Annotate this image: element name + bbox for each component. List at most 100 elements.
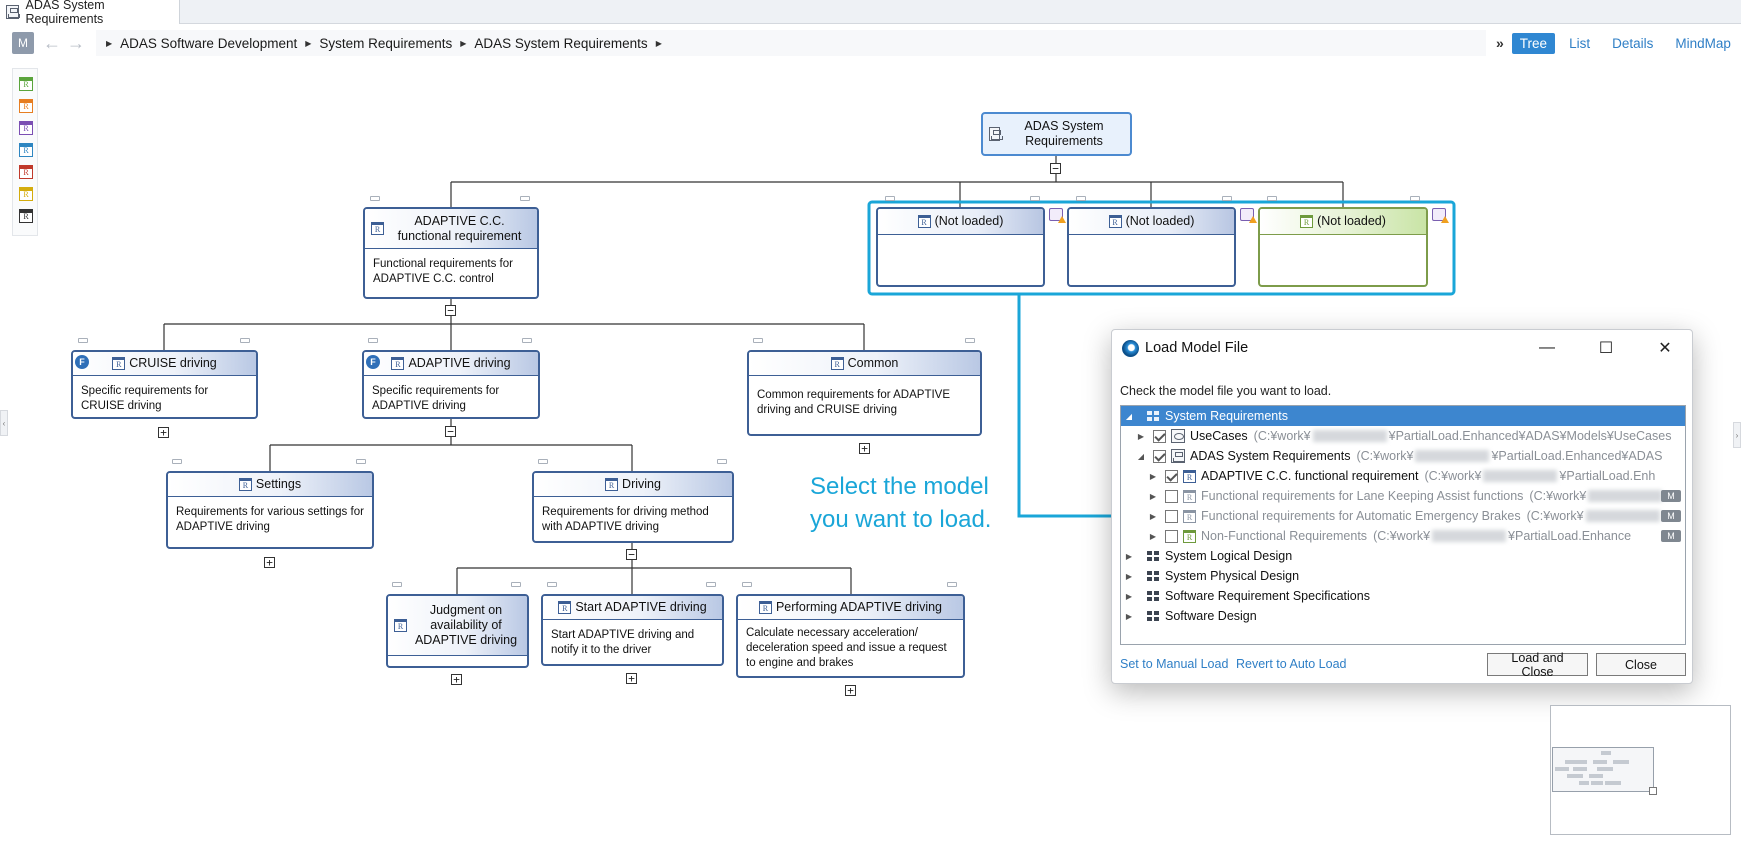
requirement-type-icon[interactable]: R [19, 121, 33, 135]
tab-list[interactable]: List [1569, 35, 1591, 51]
node-port[interactable] [538, 459, 548, 464]
tree-item-usecases[interactable]: ▶ UseCases (C:¥work¥ ¥PartialLoad.Enhanc… [1121, 426, 1685, 446]
node-port[interactable] [368, 338, 378, 343]
tree-collapsed-icon[interactable]: ▶ [1125, 611, 1133, 621]
node-start-adaptive-driving[interactable]: R Start ADAPTIVE driving Start ADAPTIVE … [541, 594, 724, 666]
node-port[interactable] [753, 338, 763, 343]
requirement-type-icon[interactable]: R [19, 187, 33, 201]
tab-tree[interactable]: Tree [1511, 32, 1556, 54]
tree-item-non-functional[interactable]: ▶ R Non-Functional Requirements (C:¥work… [1121, 526, 1685, 546]
node-not-loaded[interactable]: R (Not loaded) [1258, 207, 1428, 287]
load-checkbox[interactable] [1165, 529, 1178, 543]
node-port[interactable] [742, 582, 752, 587]
node-port[interactable] [78, 338, 88, 343]
tree-expanded-icon[interactable]: ◢ [1137, 451, 1145, 461]
forward-arrow-icon[interactable]: → [67, 32, 85, 53]
node-port[interactable] [965, 338, 975, 343]
node-judgment-on-availability[interactable]: R Judgment on availability of ADAPTIVE d… [386, 594, 529, 668]
tree-collapsed-icon[interactable]: ▶ [1149, 491, 1157, 501]
model-menu-button[interactable]: M [12, 32, 34, 54]
collapse-toggle[interactable]: − [1050, 163, 1061, 174]
requirement-type-icon[interactable]: R [19, 77, 33, 91]
tree-item-adaptive-cc[interactable]: ▶ R ADAPTIVE C.C. functional requirement… [1121, 466, 1685, 486]
tree-item-adas-system-requirements[interactable]: ◢ ADAS System Requirements (C:¥work¥ ¥Pa… [1121, 446, 1685, 466]
left-panel-grip-icon[interactable]: ‹ [0, 410, 8, 436]
node-adaptive-driving[interactable]: F R ADAPTIVE driving Specific requiremen… [362, 350, 540, 419]
minimap-resize-handle[interactable] [1649, 787, 1657, 795]
tree-collapsed-icon[interactable]: ▶ [1149, 471, 1157, 481]
tree-item-system-logical-design[interactable]: ▶ System Logical Design [1121, 546, 1685, 566]
maximize-button[interactable]: ☐ [1598, 340, 1614, 357]
load-checkbox[interactable] [1165, 509, 1178, 523]
back-arrow-icon[interactable]: ← [43, 32, 61, 53]
node-port[interactable] [706, 582, 716, 587]
tree-collapsed-icon[interactable]: ▶ [1125, 551, 1133, 561]
load-checkbox[interactable] [1153, 429, 1166, 443]
load-warning-icon[interactable] [1049, 208, 1066, 223]
document-tab[interactable]: ADAS System Requirements [0, 0, 180, 26]
breadcrumb-item[interactable]: ADAS System Requirements [474, 35, 648, 51]
collapse-toggle[interactable]: − [445, 305, 456, 316]
dialog-title-bar[interactable]: Load Model File [1112, 330, 1692, 366]
tab-details[interactable]: Details [1612, 35, 1654, 51]
more-views-icon[interactable]: » [1496, 35, 1504, 51]
requirement-type-icon[interactable]: R [19, 165, 33, 179]
expand-toggle[interactable]: + [451, 674, 462, 685]
node-performing-adaptive-driving[interactable]: R Performing ADAPTIVE driving Calculate … [736, 594, 965, 678]
tree-collapsed-icon[interactable]: ▶ [1149, 531, 1157, 541]
node-cruise-driving[interactable]: F R CRUISE driving Specific requirements… [71, 350, 258, 419]
tree-collapsed-icon[interactable]: ▶ [1125, 591, 1133, 601]
node-port[interactable] [717, 459, 727, 464]
tree-collapsed-icon[interactable]: ▶ [1149, 511, 1157, 521]
tree-item-software-design[interactable]: ▶ Software Design [1121, 606, 1685, 626]
load-and-close-button[interactable]: Load and Close [1487, 651, 1588, 679]
node-port[interactable] [356, 459, 366, 464]
load-warning-icon[interactable] [1432, 208, 1449, 223]
requirement-type-icon[interactable]: R [19, 143, 33, 157]
breadcrumb-separator-icon[interactable]: ▶ [106, 38, 113, 48]
expand-toggle[interactable]: + [158, 427, 169, 438]
node-port[interactable] [1410, 196, 1420, 201]
node-port[interactable] [392, 582, 402, 587]
breadcrumb-separator-icon[interactable]: ▶ [655, 38, 662, 48]
requirement-type-icon[interactable]: R [19, 99, 33, 113]
expand-toggle[interactable]: + [626, 673, 637, 684]
tree-item-system-physical-design[interactable]: ▶ System Physical Design [1121, 566, 1685, 586]
minimize-button[interactable]: — [1539, 339, 1555, 356]
tree-expanded-icon[interactable]: ◢ [1125, 411, 1133, 421]
node-port[interactable] [1030, 196, 1040, 201]
collapse-toggle[interactable]: − [445, 426, 456, 437]
node-port[interactable] [1076, 196, 1086, 201]
node-port[interactable] [172, 459, 182, 464]
node-settings[interactable]: R Settings Requirements for various sett… [166, 471, 374, 549]
load-checkbox[interactable] [1165, 469, 1178, 483]
node-driving[interactable]: R Driving Requirements for driving metho… [532, 471, 734, 543]
node-port[interactable] [520, 196, 530, 201]
close-button[interactable]: Close [1596, 653, 1686, 676]
node-adas-system-requirements[interactable]: ADAS System Requirements [981, 112, 1132, 156]
load-checkbox[interactable] [1153, 449, 1166, 463]
node-port[interactable] [240, 338, 250, 343]
breadcrumb-separator-icon[interactable]: ▶ [305, 38, 312, 48]
minimap-viewport[interactable] [1552, 747, 1657, 795]
requirement-type-icon[interactable]: R [19, 209, 33, 223]
tree-collapsed-icon[interactable]: ▶ [1125, 571, 1133, 581]
node-port[interactable] [947, 582, 957, 587]
tree-item-system-requirements[interactable]: ◢ System Requirements [1121, 406, 1685, 426]
breadcrumb-item[interactable]: ADAS Software Development [120, 35, 298, 51]
node-port[interactable] [1267, 196, 1277, 201]
collapse-toggle[interactable]: − [626, 549, 637, 560]
expand-toggle[interactable]: + [859, 443, 870, 454]
load-warning-icon[interactable] [1240, 208, 1257, 223]
node-port[interactable] [547, 582, 557, 587]
load-checkbox[interactable] [1165, 489, 1178, 503]
breadcrumb-item[interactable]: System Requirements [319, 35, 453, 51]
node-not-loaded[interactable]: R (Not loaded) [1067, 207, 1236, 287]
set-manual-load-link[interactable]: Set to Manual Load [1120, 657, 1229, 671]
node-common[interactable]: R Common Common requirements for ADAPTIV… [747, 350, 982, 436]
tree-item-lane-keeping[interactable]: ▶ R Functional requirements for Lane Kee… [1121, 486, 1685, 506]
expand-toggle[interactable]: + [845, 685, 856, 696]
tree-collapsed-icon[interactable]: ▶ [1137, 431, 1145, 441]
revert-auto-load-link[interactable]: Revert to Auto Load [1236, 657, 1347, 671]
node-not-loaded[interactable]: R (Not loaded) [876, 207, 1045, 287]
